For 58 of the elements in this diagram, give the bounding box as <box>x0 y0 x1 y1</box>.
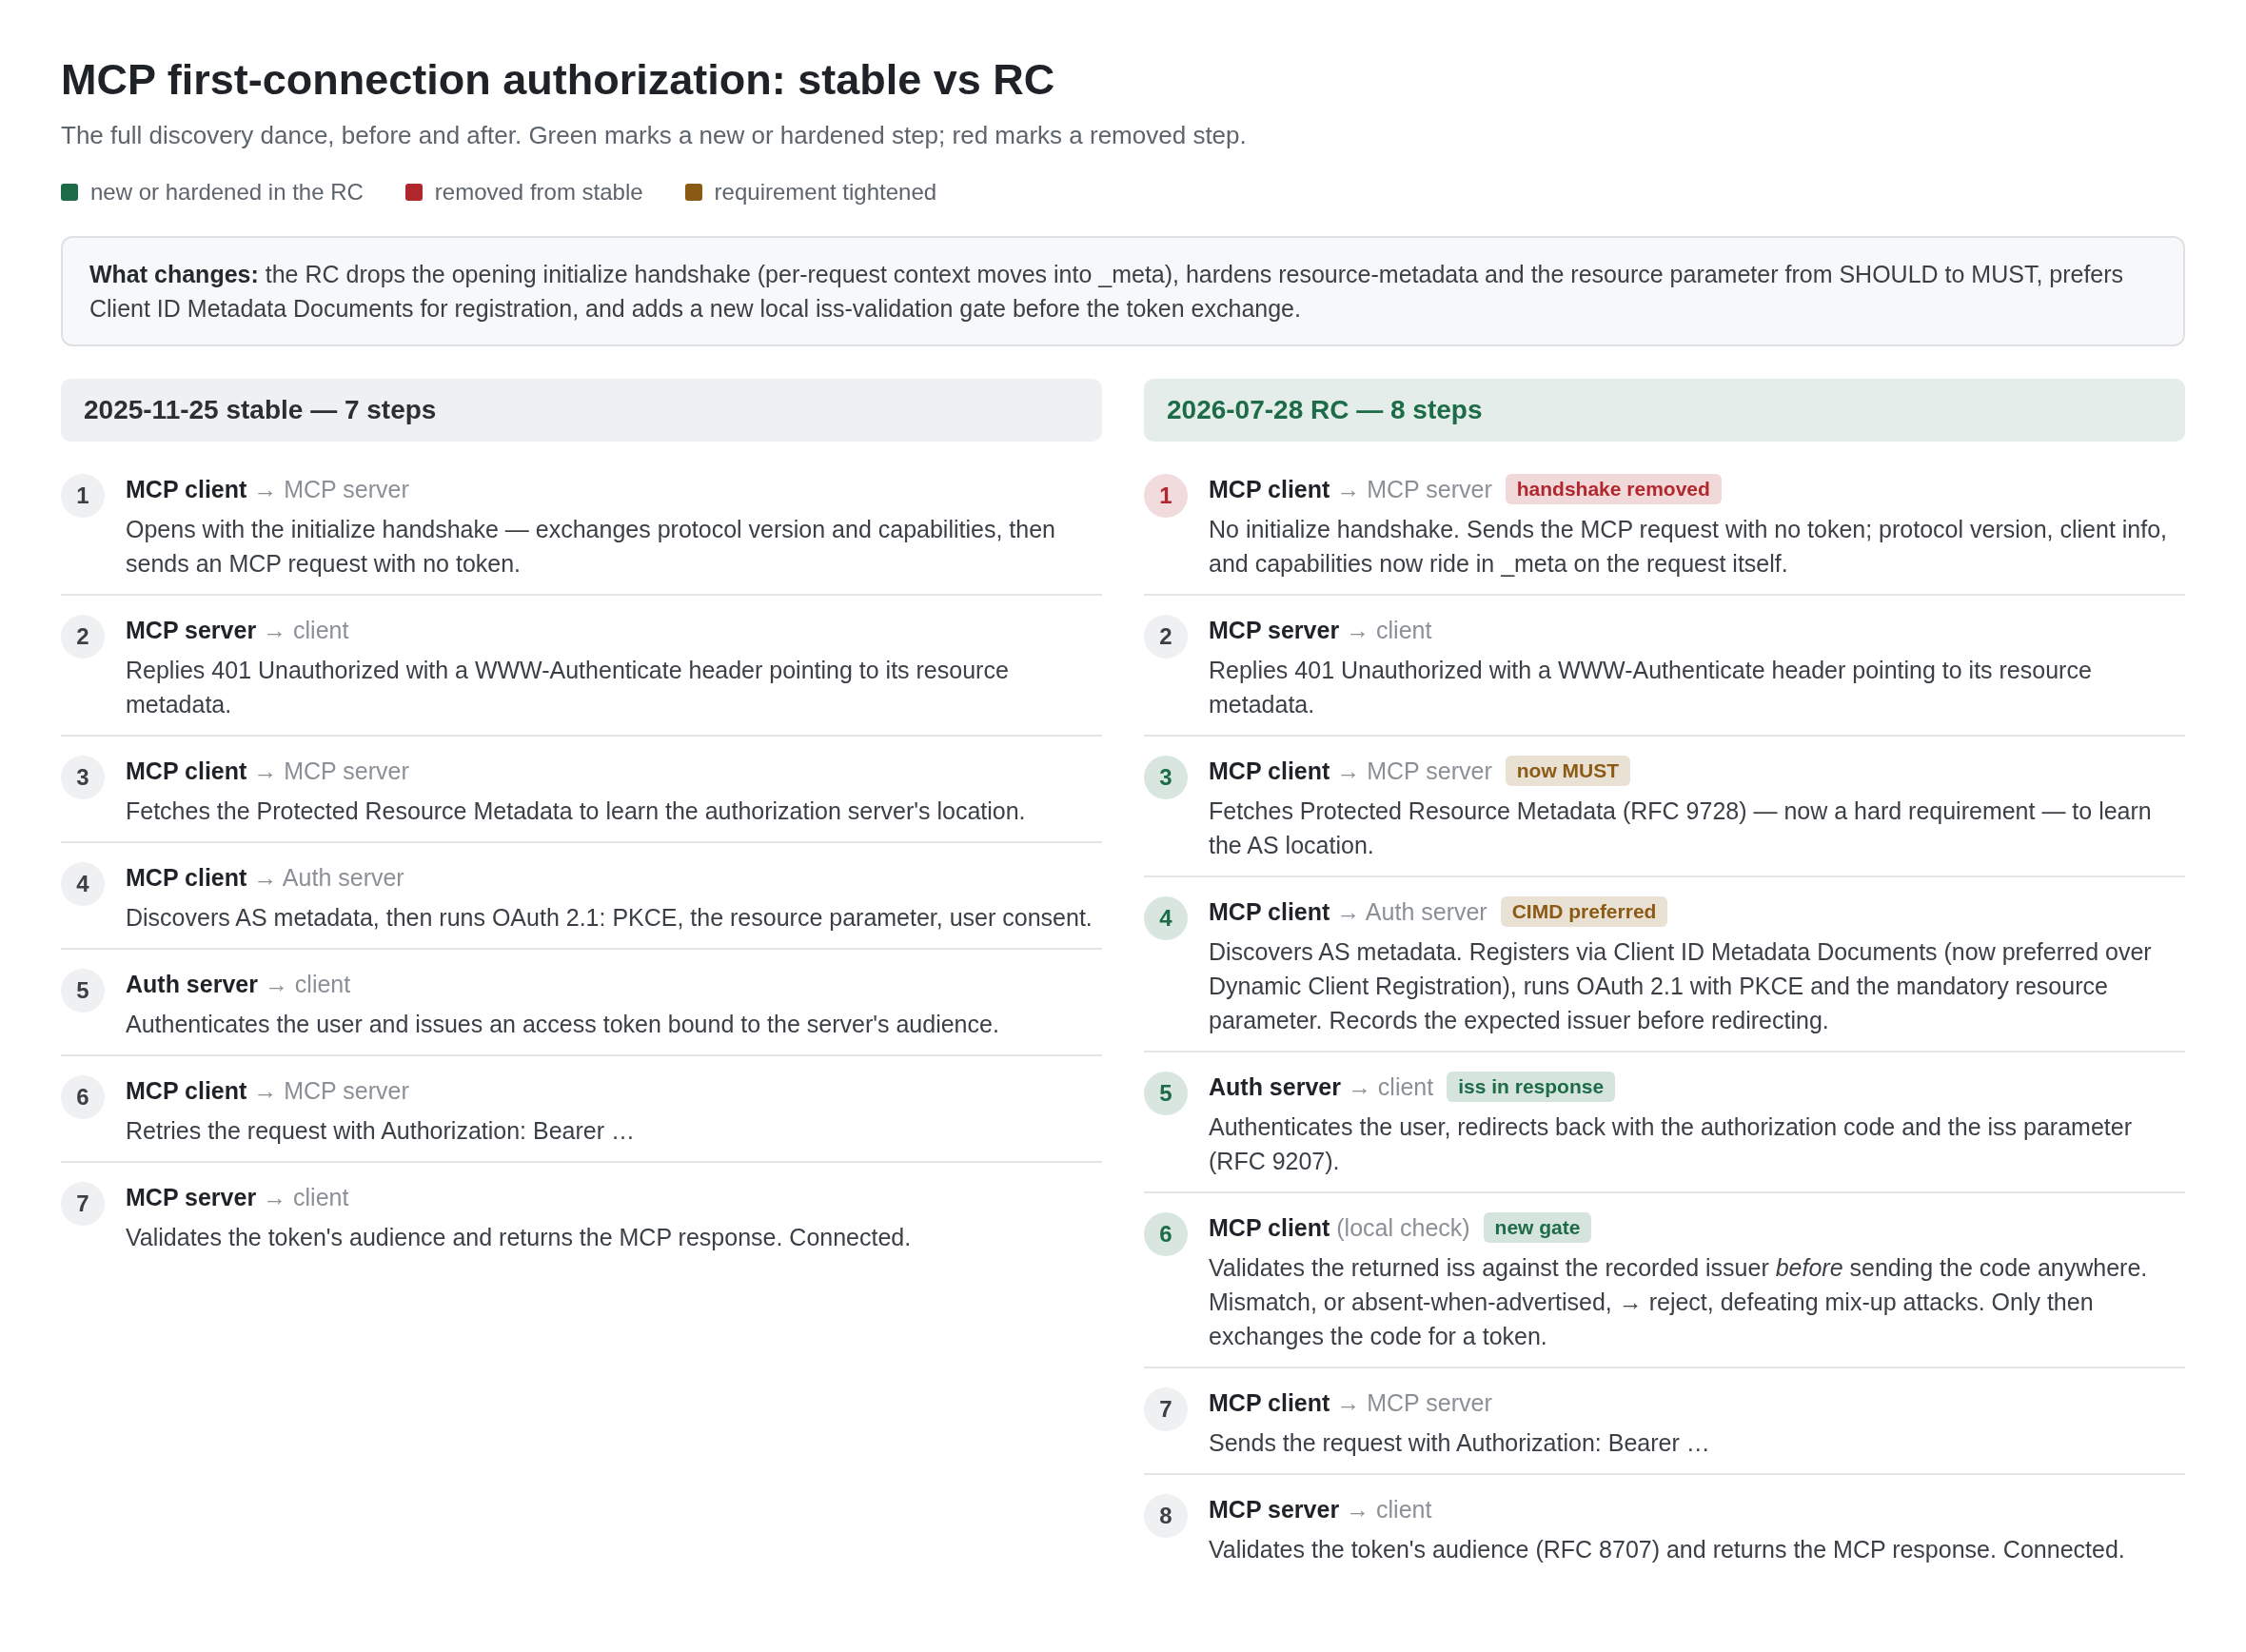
step-actors: MCP server → client <box>1209 616 1432 645</box>
step-number: 8 <box>1144 1494 1188 1538</box>
step-actors: MCP client → MCP server <box>1209 757 1492 786</box>
step-number: 4 <box>1144 896 1188 940</box>
step-actors: MCP client → MCP server <box>1209 475 1492 504</box>
step-actors: MCP client → MCP server <box>1209 1388 1492 1418</box>
step-actors: Auth server → client <box>1209 1072 1434 1102</box>
step-actors: MCP client (local check) <box>1209 1213 1470 1243</box>
change-tag: iss in response <box>1447 1072 1616 1102</box>
step-number: 2 <box>1144 615 1188 659</box>
step-number: 2 <box>61 615 105 659</box>
step-description: Replies 401 Unauthorized with a WWW-Authenticate header pointing to its resource metadata. <box>126 656 1010 719</box>
step-number: 6 <box>61 1075 105 1119</box>
step-description: Discovers AS metadata, then runs OAuth 2.1: PKCE, the resource parameter, user consent. <box>126 903 1093 933</box>
step-description: Sends the request with Authorization: Bearer … <box>1209 1428 1711 1458</box>
step-actors: MCP server → client <box>126 1183 349 1212</box>
step-number: 1 <box>61 474 105 518</box>
step-actors: MCP server → client <box>126 616 349 645</box>
step-description: Replies 401 Unauthorized with a WWW-Authenticate header pointing to its resource metadata. <box>1209 656 2093 719</box>
step-number: 6 <box>1144 1212 1188 1256</box>
legend-label: requirement tightened <box>714 178 937 206</box>
step-actors: MCP client → MCP server <box>126 757 409 786</box>
step-actors: MCP server → client <box>1209 1495 1432 1524</box>
step-number: 3 <box>61 756 105 799</box>
change-tag: now MUST <box>1505 756 1631 786</box>
step-description: Discovers AS metadata. Registers via Client ID Metadata Documents (now preferred over Dynamic Client Registration), runs OAuth 2.1 with PKCE and the mandatory resource parameter. Records the expected issuer before redirecting. <box>1209 937 2153 1035</box>
step-number: 7 <box>1144 1387 1188 1431</box>
change-tag: CIMD preferred <box>1500 896 1668 927</box>
legend-label: new or hardened in the RC <box>90 178 364 206</box>
step-description: Authenticates the user, redirects back with the authorization code and the iss parameter (RFC 9207). <box>1209 1112 2133 1176</box>
step-description: Authenticates the user and issues an access token bound to the server's audience. <box>126 1010 1000 1039</box>
step-actors: MCP client → Auth server <box>126 863 404 893</box>
column-header: 2025-11-25 stable — 7 steps <box>61 379 1102 442</box>
step-actors: MCP client → MCP server <box>126 1076 409 1106</box>
subtitle: The full discovery dance, before and after. Green marks a new or hardened step; red marks a removed step. <box>61 120 1247 151</box>
change-tag: new gate <box>1483 1212 1592 1243</box>
step-number: 1 <box>1144 474 1188 518</box>
change-tag: handshake removed <box>1505 474 1722 504</box>
step-description: Opens with the initialize handshake — exchanges protocol version and capabilities, then sends an MCP request with no token. <box>126 515 1056 579</box>
step-description: Validates the token's audience (RFC 8707) and returns the MCP response. Connected. <box>1209 1535 2126 1564</box>
legend-label: removed from stable <box>434 178 643 206</box>
step-number: 4 <box>61 862 105 906</box>
summary-note: What changes: the RC drops the opening initialize handshake (per-request context moves into _meta), hardens resource-metadata and the resource parameter from SHOULD to MUST, prefers Client ID Metadata Documents for registration, and adds a new local iss-validation gate before the token exchange. <box>61 236 2185 346</box>
step-number: 3 <box>1144 756 1188 799</box>
step-description: No initialize handshake. Sends the MCP request with no token; protocol version, client info, and capabilities now ride in _meta on the request itself. <box>1209 515 2169 579</box>
step-description: Validates the token's audience and returns the MCP response. Connected. <box>126 1223 913 1252</box>
step-number: 7 <box>61 1182 105 1226</box>
step-description: Retries the request with Authorization: Bearer … <box>126 1116 636 1146</box>
column-header: 2026-07-28 RC — 8 steps <box>1144 379 2185 442</box>
step-description: Validates the returned iss against the recorded issuer before sending the code anywhere. Mismatch, or absent-when-advertised, → reject, defeating mix-up attacks. Only then exchanges the code for a token. <box>1209 1253 2149 1351</box>
title: MCP first-connection authorization: stable vs RC <box>61 54 1055 106</box>
step-actors: MCP client → MCP server <box>126 475 409 504</box>
step-number: 5 <box>1144 1072 1188 1115</box>
step-description: Fetches Protected Resource Metadata (RFC 9728) — now a hard requirement — to learn the AS location. <box>1209 796 2153 860</box>
step-actors: MCP client → Auth server <box>1209 897 1487 927</box>
step-number: 5 <box>61 969 105 1013</box>
step-actors: Auth server → client <box>126 970 351 999</box>
step-description: Fetches the Protected Resource Metadata to learn the authorization server's location. <box>126 796 1027 826</box>
